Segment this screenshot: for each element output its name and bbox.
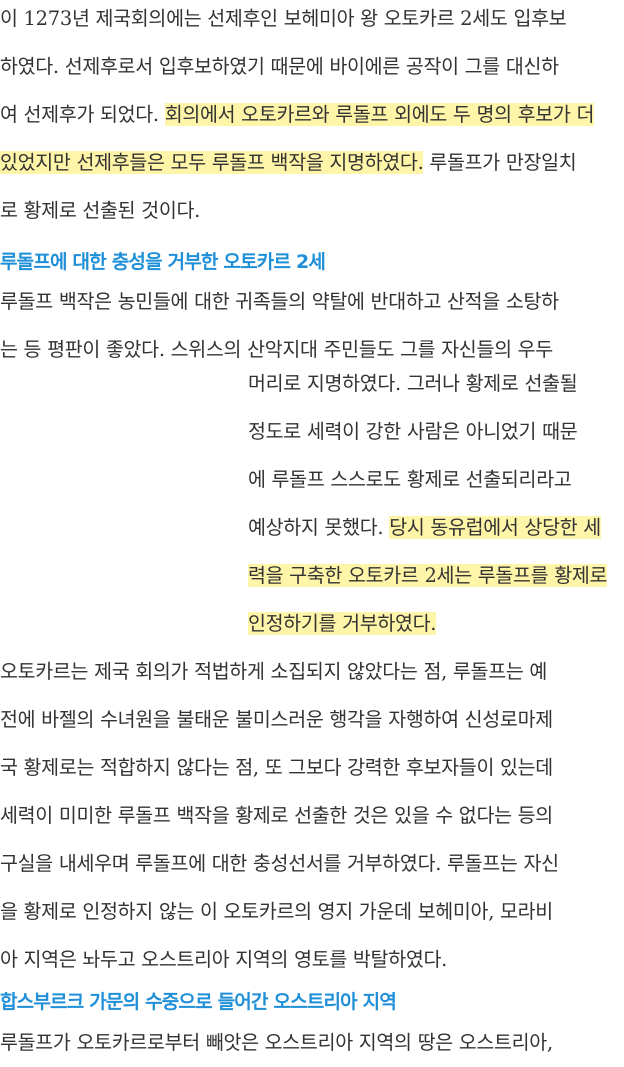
text-segment: 루돌프가 만장일치 xyxy=(423,151,577,174)
text-line: 루돌프 백작은 농민들에 대한 귀족들의 약탈에 반대하고 산적을 소탕하 xyxy=(0,290,559,313)
highlighted-text: 당시 동유럽에서 상당한 세 xyxy=(389,516,601,539)
text-line: 오토카르는 제국 회의가 적법하게 소집되지 않았다는 점, 루돌프는 예 xyxy=(0,660,548,683)
text-line: 정도로 세력이 강한 사람은 아니었기 때문 xyxy=(248,420,578,443)
paragraph-refusal: 오토카르는 제국 회의가 적법하게 소집되지 않았다는 점, 루돌프는 예 전에… xyxy=(0,648,624,984)
text-line: 전에 바젤의 수녀원을 불태운 불미스러운 행각을 자행하여 신성로마제 xyxy=(0,708,553,731)
text-line: 있었지만 선제후들은 모두 루돌프 백작을 지명하였다. 루돌프가 만장일치 xyxy=(0,139,624,187)
text-line: 이 1273년 제국회의에는 선제후인 보헤미아 왕 오토카르 2세도 입후보 xyxy=(0,7,567,30)
text-line: 머리로 지명하였다. 그러나 황제로 선출될 xyxy=(248,372,578,395)
paragraph-austria: 루돌프가 오토카르로부터 빼앗은 오스트리아 지역의 땅은 오스트리아, xyxy=(0,1019,624,1067)
section-heading: 루돌프에 대한 충성을 거부한 오토카르 2세 xyxy=(0,251,326,273)
text-line: 예상하지 못했다. 당시 동유럽에서 상당한 세 xyxy=(248,504,624,552)
section-heading: 합스부르크 가문의 수중으로 들어간 오스트리아 지역 xyxy=(0,991,397,1013)
highlighted-text: 있었지만 선제후들은 모두 루돌프 백작을 지명하였다. xyxy=(0,151,424,174)
highlighted-text: 인정하기를 거부하였다. xyxy=(248,612,437,635)
paragraph-reputation-continued: 머리로 지명하였다. 그러나 황제로 선출될 정도로 세력이 강한 사람은 아니… xyxy=(248,360,624,648)
text-line: 는 등 평판이 좋았다. 스위스의 산악지대 주민들도 그를 자신들의 우두 xyxy=(0,338,553,361)
paragraph-election: 이 1273년 제국회의에는 선제후인 보헤미아 왕 오토카르 2세도 입후보 … xyxy=(0,0,624,235)
text-line: 인정하기를 거부하였다. xyxy=(248,600,624,648)
paragraph-reputation: 루돌프 백작은 농민들에 대한 귀족들의 약탈에 반대하고 산적을 소탕하 는 … xyxy=(0,278,624,374)
text-line: 세력이 미미한 루돌프 백작을 황제로 선출한 것은 있을 수 없다는 등의 xyxy=(0,804,553,827)
text-line: 아 지역은 놔두고 오스트리아 지역의 영토를 박탈하였다. xyxy=(0,948,448,971)
text-line: 여 선제후가 되었다. 회의에서 오토카르와 루돌프 외에도 두 명의 후보가 … xyxy=(0,91,624,139)
text-line: 로 황제로 선출된 것이다. xyxy=(0,199,200,222)
text-line: 루돌프가 오토카르로부터 빼앗은 오스트리아 지역의 땅은 오스트리아, xyxy=(0,1031,553,1054)
text-line: 에 루돌프 스스로도 황제로 선출되리라고 xyxy=(248,468,572,491)
text-line: 국 황제로는 적합하지 않다는 점, 또 그보다 강력한 후보자들이 있는데 xyxy=(0,756,553,779)
highlighted-text: 력을 구축한 오토카르 2세는 루돌프를 황제로 xyxy=(248,564,608,587)
text-segment: 여 선제후가 되었다. xyxy=(0,103,165,126)
text-line: 을 황제로 인정하지 않는 이 오토카르의 영지 가운데 보헤미아, 모라비 xyxy=(0,900,553,923)
text-line: 구실을 내세우며 루돌프에 대한 충성선서를 거부하였다. 루돌프는 자신 xyxy=(0,852,559,875)
highlighted-text: 회의에서 오토카르와 루돌프 외에도 두 명의 후보가 더 xyxy=(164,103,595,126)
text-line: 력을 구축한 오토카르 2세는 루돌프를 황제로 xyxy=(248,552,624,600)
text-segment: 예상하지 못했다. xyxy=(248,516,390,539)
text-line: 하였다. 선제후로서 입후보하였기 때문에 바이에른 공작이 그를 대신하 xyxy=(0,55,559,78)
